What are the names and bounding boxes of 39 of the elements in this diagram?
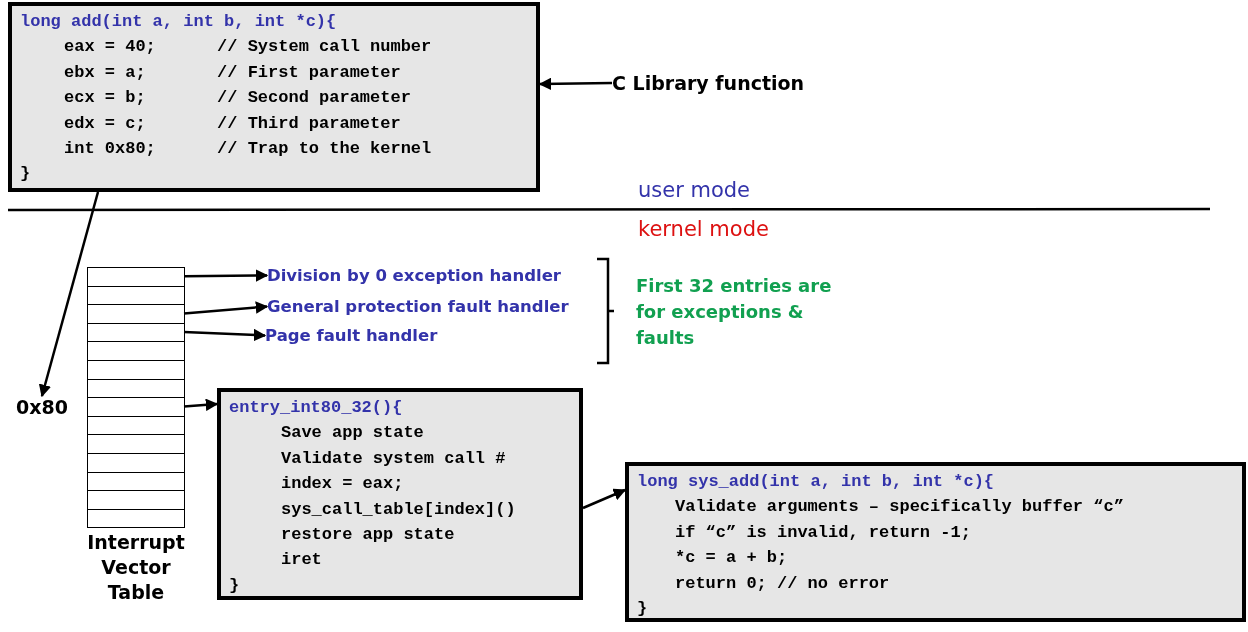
- code-line: }: [229, 574, 240, 597]
- code-line: *c = a + b;: [675, 547, 788, 570]
- code-line: entry_int80_32(){: [229, 397, 403, 419]
- arrow: [582, 488, 627, 510]
- code-line: edx = c; // Third parameter: [64, 112, 401, 135]
- handler-label: Division by 0 exception handler: [267, 266, 561, 285]
- code-box: [8, 2, 540, 192]
- code-line: iret: [281, 549, 322, 572]
- arrow: [183, 328, 267, 342]
- annotation-label: C Library function: [612, 72, 805, 94]
- code-line: restore app state: [281, 524, 455, 547]
- handler-label: Page fault handler: [265, 326, 438, 345]
- code-line: Validate arguments – specifically buffer “c”: [675, 496, 1124, 519]
- arrow: [184, 269, 269, 282]
- vector-number: 0x80: [16, 396, 68, 418]
- code-line: if “c” is invalid, return -1;: [675, 521, 971, 544]
- code-line: }: [20, 163, 31, 186]
- code-box: [217, 388, 583, 600]
- code-line: sys_call_table[index](): [281, 498, 516, 521]
- code-line: ecx = b; // Second parameter: [64, 87, 411, 110]
- arrow: [183, 301, 269, 315]
- code-line: eax = 40; // System call number: [64, 36, 432, 59]
- code-line: return 0; // no error: [675, 572, 890, 595]
- code-line: ebx = a; // First parameter: [64, 61, 401, 84]
- code-line: Validate system call #: [281, 447, 506, 470]
- arrow: [183, 398, 219, 412]
- code-line: int 0x80; // Trap to the kernel: [64, 138, 432, 161]
- code-line: Save app state: [281, 422, 424, 445]
- code-box: [625, 462, 1246, 622]
- code-line: long sys_add(int a, int b, int *c){: [637, 471, 995, 493]
- table-caption: Interrupt Vector Table: [86, 530, 186, 606]
- note-text: First 32 entries are for exceptions & faults: [636, 274, 833, 350]
- code-line: index = eax;: [281, 473, 404, 496]
- mode-label: user mode: [638, 177, 751, 203]
- code-line: }: [637, 598, 648, 621]
- mode-label: kernel mode: [638, 216, 769, 242]
- arrow: [38, 191, 100, 398]
- handler-label: General protection fault handler: [267, 297, 569, 316]
- code-line: long add(int a, int b, int *c){: [20, 11, 337, 33]
